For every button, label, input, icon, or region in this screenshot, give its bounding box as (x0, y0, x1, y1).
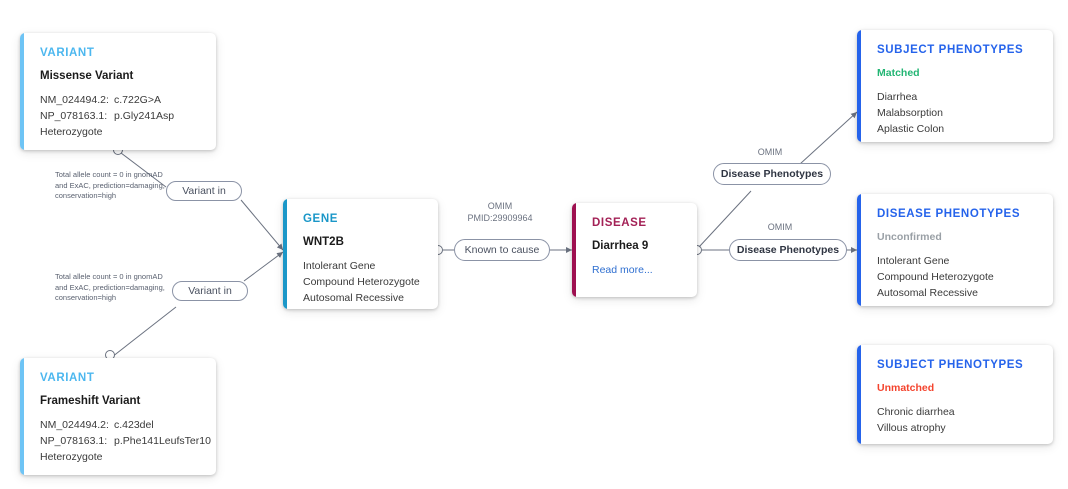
edge-label-pmid: PMID:29909964 (467, 213, 533, 223)
status-badge: Matched (877, 67, 920, 79)
phenotype-item: Malabsorption (877, 107, 943, 119)
pill-disease-phenotypes-top[interactable]: Disease Phenotypes (713, 163, 831, 185)
edge-pill-top-to-gene (240, 199, 284, 251)
gene-attribute: Compound Heterozygote (303, 276, 420, 288)
status-badge: Unconfirmed (877, 231, 942, 243)
status-badge: Unmatched (877, 382, 935, 394)
edge-label-omim: OMIM (487, 201, 513, 211)
card-accent-bar (857, 345, 861, 444)
edge-label-omim-top: OMIM (757, 147, 783, 157)
phenotype-item: Intolerant Gene (877, 255, 950, 267)
phenotype-item: Compound Heterozygote (877, 271, 994, 283)
variant-detail-row: NM_024494.2: c.423del (40, 417, 202, 433)
card-kind-label: GENE (303, 213, 338, 225)
card-kind-label: VARIANT (40, 47, 95, 59)
protein-value: p.Gly241Asp (114, 110, 175, 122)
phenotype-item: Chronic diarrhea (877, 406, 955, 418)
edge-label-omim-bottom: OMIM (767, 222, 793, 232)
card-variant-frameshift[interactable]: VARIANT Frameshift Variant NM_024494.2: … (20, 358, 216, 475)
card-title: Diarrhea 9 (592, 240, 649, 252)
edge-pill-bottom-to-gene (243, 251, 284, 282)
card-disease[interactable]: DISEASE Diarrhea 9 Read more... (572, 203, 697, 297)
card-subject-phenotypes-unmatched[interactable]: SUBJECT PHENOTYPES Unmatched Chronic dia… (857, 345, 1053, 444)
card-title: Frameshift Variant (40, 395, 141, 407)
card-accent-bar (20, 358, 24, 475)
gene-attribute: Autosomal Recessive (303, 292, 404, 304)
zygosity-value: Heterozygote (40, 451, 103, 463)
protein-value: p.Phe141LeufsTer10 (114, 435, 211, 447)
card-accent-bar (857, 30, 861, 142)
phenotype-item: Aplastic Colon (877, 123, 945, 135)
card-subject-phenotypes-matched[interactable]: SUBJECT PHENOTYPES Matched Diarrhea Mala… (857, 30, 1053, 142)
card-kind-label: SUBJECT PHENOTYPES (877, 359, 1024, 371)
variant-detail-row: NP_078163.1: p.Gly241Asp (40, 108, 202, 124)
card-kind-label: DISEASE (592, 217, 647, 229)
phenotype-item: Diarrhea (877, 91, 918, 103)
transcript-key: NM_024494.2: (40, 94, 109, 106)
variant-detail-row: NM_024494.2: c.722G>A (40, 92, 202, 108)
phenotype-item: Villous atrophy (877, 422, 946, 434)
card-accent-bar (283, 199, 287, 309)
phenotype-item: Autosomal Recessive (877, 287, 978, 299)
card-disease-phenotypes[interactable]: DISEASE PHENOTYPES Unconfirmed Intoleran… (857, 194, 1053, 306)
transcript-value: c.423del (114, 419, 154, 431)
edge-variant-bottom-to-pill (111, 306, 177, 358)
pill-variant-in-bottom[interactable]: Variant in (172, 281, 248, 301)
zygosity-value: Heterozygote (40, 126, 103, 138)
edge-pheno-pill-top-to-card (799, 111, 858, 165)
protein-key: NP_078163.1: (40, 435, 108, 447)
gene-attribute: Intolerant Gene (303, 260, 376, 272)
card-accent-bar (572, 203, 576, 297)
pill-variant-in-top[interactable]: Variant in (166, 181, 242, 201)
card-gene[interactable]: GENE WNT2B Intolerant Gene Compound Hete… (283, 199, 438, 309)
pill-known-to-cause[interactable]: Known to cause (454, 239, 550, 261)
card-accent-bar (20, 33, 24, 150)
protein-key: NP_078163.1: (40, 110, 108, 122)
card-title: WNT2B (303, 236, 344, 248)
card-kind-label: DISEASE PHENOTYPES (877, 208, 1021, 220)
card-kind-label: VARIANT (40, 372, 95, 384)
variant-note-bottom: Total allele count = 0 in gnomAD and ExA… (55, 272, 165, 302)
edge-label-gene-disease: OMIM PMID:29909964 (440, 200, 560, 224)
card-variant-missense[interactable]: VARIANT Missense Variant NM_024494.2: c.… (20, 33, 216, 150)
variant-note-top: Total allele count = 0 in gnomAD and ExA… (55, 170, 165, 200)
card-accent-bar (857, 194, 861, 306)
read-more-link[interactable]: Read more... (592, 264, 653, 276)
variant-detail-row: NP_078163.1: p.Phe141LeufsTer10 (40, 433, 211, 449)
card-kind-label: SUBJECT PHENOTYPES (877, 44, 1024, 56)
transcript-value: c.722G>A (114, 94, 161, 106)
transcript-key: NM_024494.2: (40, 419, 109, 431)
pill-disease-phenotypes-bottom[interactable]: Disease Phenotypes (729, 239, 847, 261)
card-title: Missense Variant (40, 70, 134, 82)
